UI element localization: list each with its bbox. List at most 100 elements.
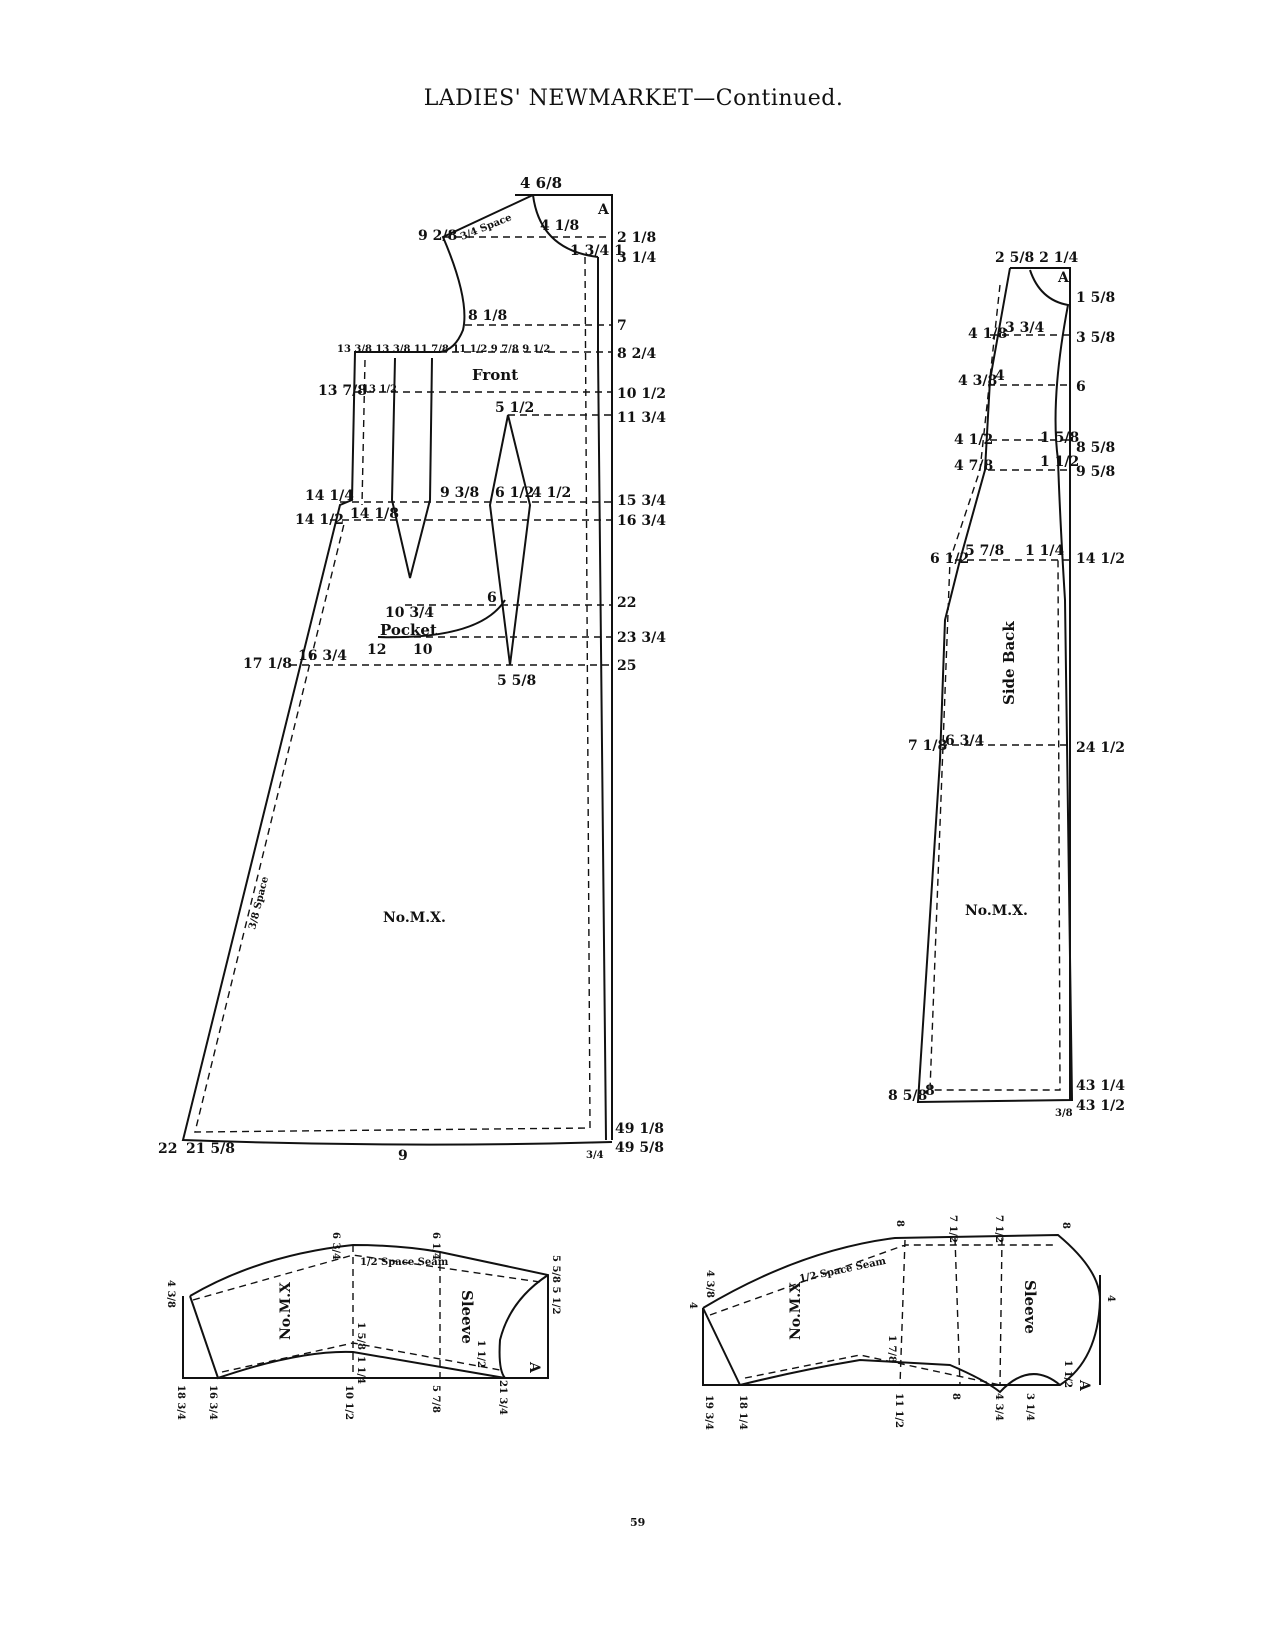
measure-label: 24 1/2	[1076, 740, 1125, 756]
measure-label: 6 3/4	[330, 1232, 341, 1260]
measure-label: 10	[413, 642, 433, 658]
measure-label: 9	[398, 1148, 408, 1164]
model-label: No.M.X	[788, 1282, 804, 1340]
right-sleeve-piece	[702, 1233, 1102, 1394]
measure-label: 5 7/8	[965, 543, 1004, 559]
measure-label: 19 3/4	[703, 1395, 714, 1430]
front-measurements: 4 6/8 A 2 1/8 3 1/4 9 2/8 4 1/8 1 3/4 1 …	[158, 174, 666, 1164]
measure-label: 15 3/4	[617, 493, 666, 509]
measure-label: 8 5/8	[1076, 440, 1115, 456]
measure-label: 6 1/2	[495, 485, 534, 501]
measure-label: 7 1/2	[993, 1215, 1004, 1243]
measure-label: 5 5/8	[497, 673, 536, 689]
measure-label: 16 3/4	[298, 648, 347, 664]
point-a-label: A	[1076, 1379, 1092, 1392]
measure-label: 14 1/4	[305, 488, 354, 504]
measure-label: 14 1/8	[350, 506, 399, 522]
measure-label: 10 1/2	[617, 386, 666, 402]
page-title: LADIES' NEWMARKET—Continued.	[423, 86, 844, 111]
measure-label: 23 3/4	[617, 630, 666, 646]
side-back-pattern-piece	[916, 267, 1074, 1104]
measure-label: 9 2/8	[418, 228, 457, 244]
measure-label: 9 5/8	[1076, 464, 1115, 480]
measure-label: 43 1/2	[1076, 1098, 1125, 1114]
seam-label: 1/2 Space Seam	[798, 1256, 887, 1285]
measure-label: 22	[617, 595, 636, 611]
measure-label: 1 1/2	[475, 1340, 486, 1368]
measure-label: 1 1/2	[1062, 1360, 1073, 1388]
measure-label: 8 2/4	[617, 346, 656, 362]
measure-label: 8	[894, 1220, 905, 1227]
measure-label: 3/8	[1055, 1108, 1073, 1119]
left-sleeve-piece	[182, 1243, 549, 1380]
measure-label: 3/4	[586, 1150, 604, 1161]
side-back-measurements: 2 5/8 2 1/4 A 1 5/8 3 5/8 4 1/8 3 3/4 4 …	[888, 250, 1125, 1119]
measure-label: 16 3/4	[207, 1385, 218, 1420]
model-label: No.M.X.	[383, 910, 446, 926]
measure-label: 3 5/8	[1076, 330, 1115, 346]
measure-label: 4	[1105, 1295, 1116, 1302]
model-label: No.M.X	[278, 1282, 294, 1340]
measure-label: 1 7/8	[886, 1335, 897, 1363]
measure-label: 14 1/2	[1076, 551, 1125, 567]
measure-label: 7 1/8	[908, 738, 947, 754]
measure-label: 21 3/4	[497, 1380, 508, 1415]
point-a-label: A	[526, 1361, 542, 1374]
measure-label: 13 1/2	[362, 384, 397, 395]
page-number: 59	[630, 1516, 646, 1529]
measure-label: 4 3/8	[704, 1270, 715, 1298]
measure-label: 4 1/8	[540, 218, 579, 234]
measure-label: 1 5/8	[355, 1322, 366, 1350]
model-label: No.M.X.	[965, 903, 1028, 919]
measure-label: 6 1/4	[430, 1232, 441, 1260]
seam-label: 1/2 Space Seam	[360, 1257, 449, 1268]
measure-label: 7 1/2	[947, 1215, 958, 1243]
measure-label: 1 3/4 1	[570, 243, 624, 259]
measure-label: 14 1/2	[295, 512, 344, 528]
sleeve-piece-name: Sleeve	[1021, 1280, 1039, 1334]
measure-label: 6 1/2	[930, 551, 969, 567]
measure-label: 1 1/4	[1025, 543, 1064, 559]
measure-label: 21 5/8	[186, 1141, 235, 1157]
measure-label: 4 3/4	[993, 1393, 1004, 1421]
measure-label: 3 1/4	[1024, 1393, 1035, 1421]
measure-label: 49 5/8	[615, 1140, 664, 1156]
measure-label: 6 3/4	[945, 733, 984, 749]
measure-label: 11 1/2	[893, 1393, 904, 1428]
measure-label: 8	[925, 1083, 935, 1099]
measure-label: 49 1/8	[615, 1121, 664, 1137]
measure-label: 1 5/8	[1076, 290, 1115, 306]
measure-label: 1 1/4	[355, 1356, 366, 1384]
measure-label: 5 1/2	[495, 400, 534, 416]
measure-label: 4 1/8	[968, 326, 1007, 342]
measure-label: 3 1/4	[617, 250, 656, 266]
measure-label: 10 3/4	[385, 605, 434, 621]
front-piece-name: Front	[472, 366, 518, 384]
measure-label: 5 5/8 5 1/2	[550, 1255, 561, 1315]
measure-label: 4 1/2	[954, 432, 993, 448]
point-a-label: A	[597, 202, 610, 218]
measure-label: 12	[367, 642, 386, 658]
pocket-label: Pocket	[380, 621, 437, 639]
measure-label: 4 6/8	[520, 174, 562, 192]
measure-label: 13 3/8 13 3/8 11 7/8 11 1/2 9 7/8 9 1/2	[337, 344, 550, 355]
measure-label: 8 5/8	[888, 1088, 927, 1104]
measure-label: 1 1/2	[1040, 454, 1079, 470]
left-sleeve-measurements: 6 3/4 6 1/4 5 5/8 5 1/2 4 3/8 18 3/4 16 …	[165, 1232, 561, 1420]
front-pattern-piece	[181, 194, 613, 1146]
measure-label: 4 3/8	[958, 373, 997, 389]
measure-label: 25	[617, 658, 636, 674]
measure-label: 4 1/2	[532, 485, 571, 501]
measure-label: 22	[158, 1141, 177, 1157]
measure-label: 11 3/4	[617, 410, 666, 426]
measure-label: 4 7/8	[954, 458, 993, 474]
measure-label: 7	[617, 318, 627, 334]
measure-label: 18 1/4	[737, 1395, 748, 1430]
measure-label: 2 5/8 2 1/4	[995, 250, 1079, 266]
measure-label: 3 3/4	[1005, 320, 1044, 336]
measure-label: 10 1/2	[343, 1385, 354, 1420]
measure-label: 17 1/8	[243, 656, 292, 672]
sleeve-piece-name: Sleeve	[458, 1290, 476, 1344]
